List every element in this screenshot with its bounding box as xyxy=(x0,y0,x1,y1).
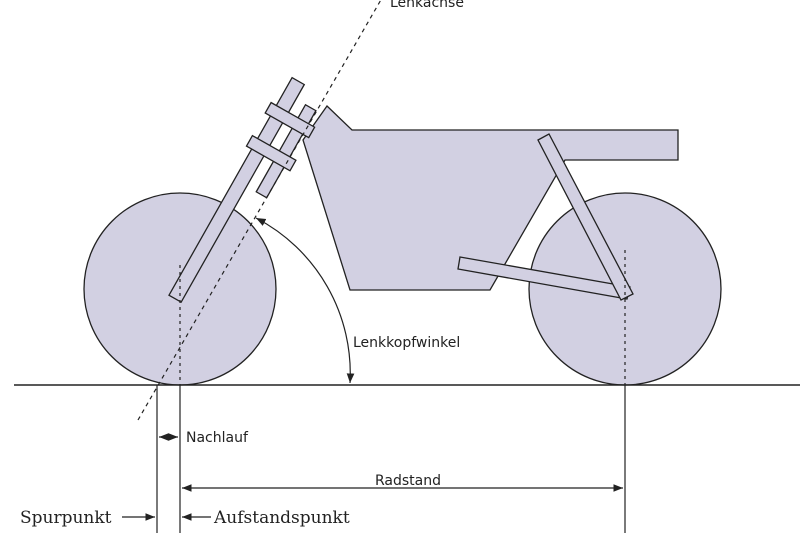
frame-body xyxy=(302,105,679,291)
trail-point-label: Spurpunkt xyxy=(20,508,112,528)
front-fork xyxy=(168,76,317,304)
steering-axis-label: Lenkachse xyxy=(390,0,464,11)
trail-label: Nachlauf xyxy=(186,430,249,446)
wheelbase-label: Radstand xyxy=(375,473,441,489)
head-angle-label: Lenkkopfwinkel xyxy=(353,335,460,351)
swingarm xyxy=(457,133,634,301)
contact-point-label: Aufstandspunkt xyxy=(213,508,350,528)
head-angle-arc xyxy=(255,217,355,384)
steering-axis-line xyxy=(137,0,382,421)
